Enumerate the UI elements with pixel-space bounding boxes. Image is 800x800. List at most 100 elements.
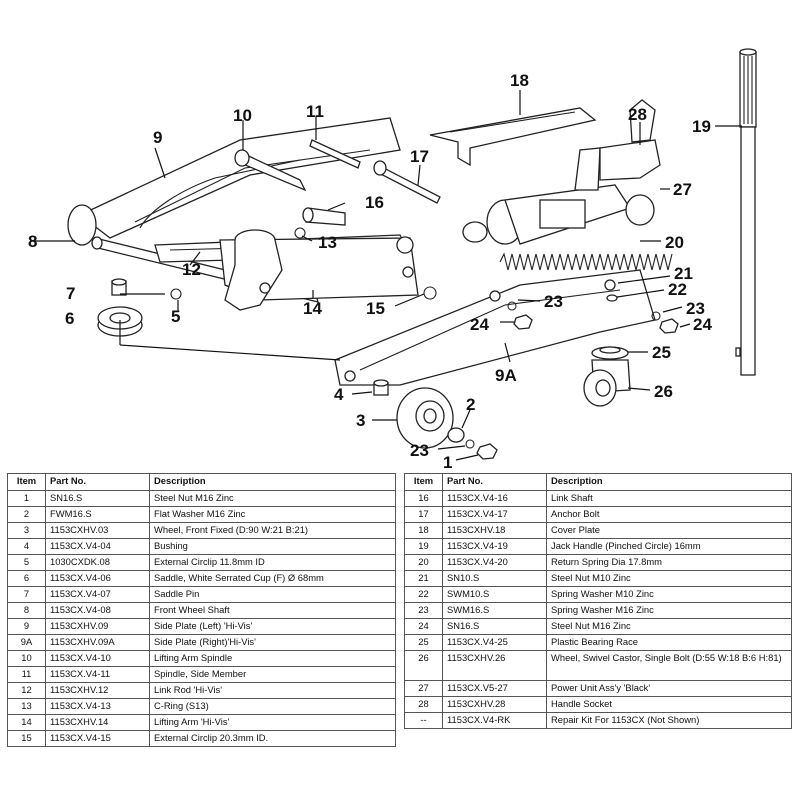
description-cell: Wheel, Swivel Castor, Single Bolt (D:55 … — [546, 650, 792, 681]
callout-25: 25 — [652, 343, 671, 362]
flat-washer — [447, 427, 465, 443]
item-cell: 21 — [404, 570, 443, 587]
item-cell: 18 — [404, 522, 443, 539]
part-no-cell: 1153CX.V4-16 — [442, 490, 547, 507]
part-no-cell: 1153CX.V4-25 — [442, 634, 547, 651]
plastic-bearing-race — [591, 346, 629, 360]
saddle-housing — [224, 229, 283, 311]
header-item: Item — [7, 473, 46, 491]
description-cell: Wheel, Front Fixed (D:90 W:21 B:21) — [149, 522, 396, 539]
callout-27: 27 — [673, 180, 692, 199]
item-cell: 23 — [404, 602, 443, 619]
callout-9: 9 — [153, 128, 162, 147]
part-no-cell: 1153CX.V4-20 — [442, 554, 547, 571]
callout-16: 16 — [365, 193, 384, 212]
part-no-cell: 1153CX.V4-04 — [45, 538, 150, 555]
item-cell: 27 — [404, 680, 443, 697]
anchor-bolt — [373, 160, 441, 204]
link-shaft — [302, 207, 346, 226]
lifting-arm-spindle — [234, 149, 307, 192]
description-cell: Saddle, White Serrated Cup (F) Ø 68mm — [149, 570, 396, 587]
return-spring — [499, 252, 673, 271]
callout-19: 19 — [692, 117, 711, 136]
leader-lines — [30, 90, 742, 461]
power-unit — [462, 147, 655, 245]
part-no-cell: 1153CXHV.09 — [45, 618, 150, 635]
spring-washer-m10 — [606, 294, 618, 302]
item-cell: 28 — [404, 696, 443, 713]
callout-3: 3 — [356, 411, 365, 430]
callout-9a: 9A — [495, 366, 517, 385]
external-circlip-11-8 — [170, 288, 182, 300]
cover-plate — [429, 107, 597, 167]
item-cell: 17 — [404, 506, 443, 523]
item-cell: 22 — [404, 586, 443, 603]
part-no-cell: 1153CX.V4-08 — [45, 602, 150, 619]
header-item: Item — [404, 473, 443, 491]
description-cell: Link Shaft — [546, 490, 792, 507]
bushing — [373, 379, 389, 396]
description-cell: Jack Handle (Pinched Circle) 16mm — [546, 538, 792, 555]
exploded-parts-diagram: 1 2 3 4 5 6 7 8 9 9A 10 11 12 13 14 15 1… — [28, 48, 757, 470]
item-cell: 15 — [7, 730, 46, 747]
callout-4: 4 — [334, 385, 344, 404]
part-no-cell: 1153CX.V4-17 — [442, 506, 547, 523]
part-no-cell: 1153CXHV.28 — [442, 696, 547, 713]
description-cell: Saddle Pin — [149, 586, 396, 603]
part-no-cell: SN16.S — [442, 618, 547, 635]
callout-21: 21 — [674, 264, 693, 283]
description-cell: External Circlip 20.3mm ID. — [149, 730, 396, 747]
description-cell: Handle Socket — [546, 696, 792, 713]
description-cell: Plastic Bearing Race — [546, 634, 792, 651]
header-part-no: Part No. — [442, 473, 547, 491]
part-no-cell: SN16.S — [45, 490, 150, 507]
callout-10: 10 — [233, 106, 252, 125]
item-cell: 3 — [7, 522, 46, 539]
callout-7: 7 — [66, 284, 75, 303]
callout-2: 2 — [466, 395, 475, 414]
description-cell: Repair Kit For 1153CX (Not Shown) — [546, 712, 792, 729]
part-no-cell: 1153CX.V4-10 — [45, 650, 150, 667]
header-part-no: Part No. — [45, 473, 150, 491]
part-no-cell: 1153CXHV.18 — [442, 522, 547, 539]
description-cell: Front Wheel Shaft — [149, 602, 396, 619]
part-no-cell: 1153CXHV.12 — [45, 682, 150, 699]
part-no-cell: 1030CXDK.08 — [45, 554, 150, 571]
callout-11: 11 — [306, 102, 324, 121]
item-cell: 25 — [404, 634, 443, 651]
description-cell: Lifting Arm Spindle — [149, 650, 396, 667]
spring-washer-rear-right — [651, 311, 661, 321]
callout-24a: 24 — [470, 315, 489, 334]
item-cell: 9A — [7, 634, 46, 651]
spindle-side-member — [309, 139, 361, 169]
steel-nut-rear-left — [513, 314, 533, 330]
steel-nut-rear-right — [659, 318, 679, 334]
description-cell: Cover Plate — [546, 522, 792, 539]
callout-5: 5 — [171, 307, 180, 326]
description-cell: Side Plate (Right)'Hi-Vis' — [149, 634, 396, 651]
spring-washer-rear-left — [507, 301, 517, 311]
part-no-cell: 1153CX.V4-13 — [45, 698, 150, 715]
swivel-castor — [583, 359, 631, 407]
part-no-cell: 1153CXHV.14 — [45, 714, 150, 731]
